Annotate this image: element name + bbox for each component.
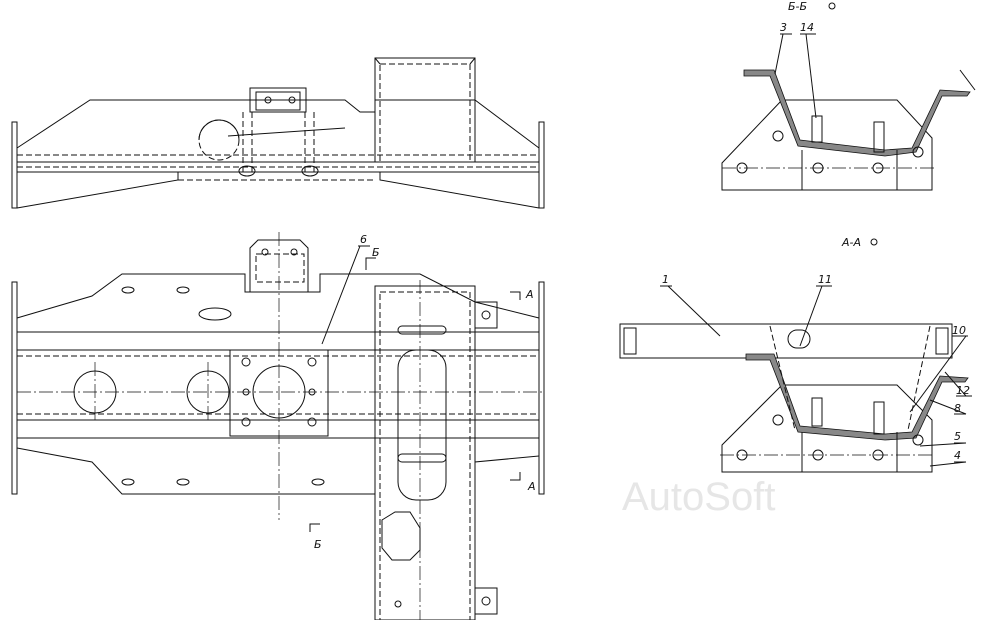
callout-12: 12 (956, 384, 970, 397)
callout-11: 11 (818, 273, 832, 286)
callout-14: 14 (800, 21, 814, 34)
section-aa-view: А-А 1 11 10 12 8 (619, 236, 972, 473)
callout-6: 6 (360, 233, 367, 246)
watermark: AutoSoft (622, 475, 775, 519)
section-marker-b-bottom: Б (314, 538, 322, 551)
callout-10: 10 (952, 324, 966, 337)
section-marker-a-top: А (525, 288, 534, 301)
plan-view: 6 Б Б А А (11, 232, 545, 620)
section-marker-b-top: Б (372, 246, 380, 259)
callout-5: 5 (954, 430, 961, 443)
callout-3: 3 (780, 21, 787, 34)
side-elevation-view (11, 57, 545, 209)
section-aa-title: А-А (841, 236, 861, 249)
callout-8: 8 (954, 402, 961, 415)
section-bb-view: Б-Б 3 14 (721, 0, 976, 191)
section-bb-title: Б-Б (788, 0, 807, 13)
callout-1: 1 (662, 273, 669, 286)
section-marker-a-bottom: А (527, 480, 536, 493)
callout-4: 4 (954, 449, 961, 462)
